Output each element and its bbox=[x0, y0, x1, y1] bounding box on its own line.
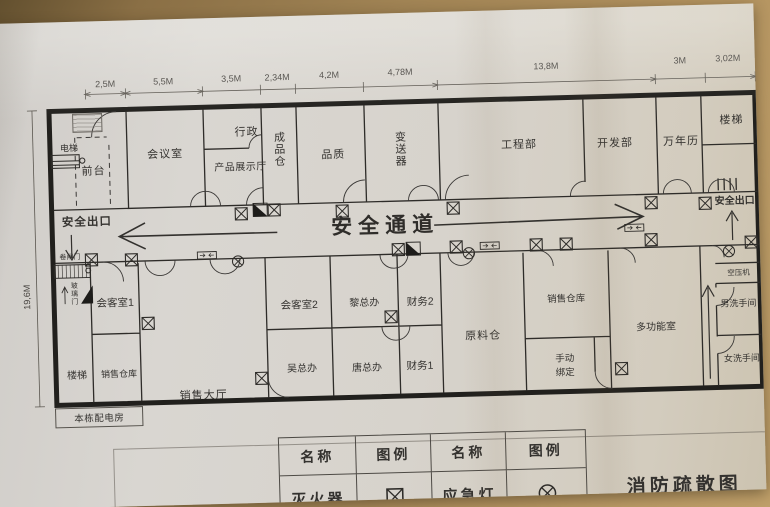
tiny-annotation-box bbox=[72, 113, 103, 133]
exit-label-right: 安全出口 bbox=[714, 195, 755, 208]
arrow-exit-right bbox=[725, 209, 739, 241]
room-womens-wc: 女洗手间 bbox=[723, 352, 761, 364]
room-wu-office: 吴总办 bbox=[286, 363, 318, 375]
arrow-right-strip bbox=[701, 284, 715, 379]
room-sales-warehouse-right: 销售仓库 bbox=[547, 293, 586, 306]
sheet-title: 消防疏散图 bbox=[626, 473, 743, 498]
dim-top-2: 5,5M bbox=[153, 76, 174, 87]
room-finance2: 财务2 bbox=[406, 295, 434, 309]
legend-item-emergency-light: 应急灯 bbox=[431, 470, 509, 507]
room-elevator: 电梯 bbox=[59, 143, 79, 154]
entrance-exit-marker bbox=[81, 285, 94, 304]
legend-header-symbol-2: 图例 bbox=[505, 430, 586, 471]
power-room-label: 本栋配电房 bbox=[74, 412, 125, 425]
room-guest2: 会客室2 bbox=[280, 298, 319, 312]
room-li-office: 黎总办 bbox=[349, 297, 380, 310]
room-showroom: 产品展示厅 bbox=[214, 161, 267, 174]
room-sales-hall: 销售大厅 bbox=[179, 388, 228, 403]
arrow-exit-left bbox=[65, 234, 79, 262]
roller-door-label: 卷闸门 bbox=[59, 254, 81, 262]
emergency-light-symbol bbox=[538, 483, 556, 502]
arrow-right bbox=[434, 203, 645, 230]
interior-walls bbox=[53, 95, 762, 403]
room-finished-goods: 成品仓 bbox=[272, 131, 286, 168]
emergency-light-symbols bbox=[231, 244, 736, 268]
floor-plan-drawing bbox=[26, 71, 766, 408]
legend-item-extinguisher: 灭火器 bbox=[279, 474, 359, 507]
outer-wall bbox=[46, 89, 766, 408]
room-stairs-bottom: 楼梯 bbox=[66, 370, 88, 382]
legend-header-name-1: 名称 bbox=[278, 436, 357, 477]
room-air-compressor: 空压机 bbox=[727, 267, 750, 278]
dim-top-6: 4,78M bbox=[387, 66, 413, 78]
room-engineering: 工程部 bbox=[500, 138, 538, 152]
exit-sign-1 bbox=[196, 251, 217, 260]
room-manual-binding: 手动绑定 bbox=[555, 353, 575, 379]
dim-top-1: 2,5M bbox=[95, 78, 116, 90]
dim-top-7: 13,8M bbox=[533, 60, 559, 72]
fire-extinguisher-symbol bbox=[385, 487, 404, 506]
dim-top-8: 3M bbox=[673, 55, 687, 66]
room-transmitter: 变送器 bbox=[393, 130, 407, 168]
glass-door-label: 玻璃门 bbox=[70, 281, 78, 306]
front-desk-partition bbox=[74, 136, 112, 208]
room-development: 开发部 bbox=[596, 136, 634, 150]
exit-sign-3 bbox=[624, 223, 645, 232]
dimension-lines bbox=[26, 71, 758, 408]
legend-header-name-2: 名称 bbox=[430, 432, 507, 473]
legend-header-symbol-1: 图例 bbox=[355, 434, 432, 475]
dim-top-5: 4,2M bbox=[318, 69, 340, 81]
room-meeting: 会议室 bbox=[147, 148, 184, 162]
room-multi-function: 多功能室 bbox=[635, 321, 677, 334]
power-room-box: 本栋配电房 bbox=[54, 406, 144, 429]
dim-top-9: 3,02M bbox=[715, 52, 741, 64]
room-admin: 行政 bbox=[234, 126, 259, 139]
corridor-label: 安全通道 bbox=[330, 212, 440, 239]
room-quality: 品质 bbox=[321, 148, 346, 162]
room-guest1: 会客室1 bbox=[96, 296, 134, 310]
legend-table: 名称 图例 名称 图例 灭火器 应急灯 bbox=[277, 429, 589, 507]
arrow-left bbox=[117, 222, 278, 250]
legend-symbol-emergency-light bbox=[506, 468, 588, 507]
room-finance1: 财务1 bbox=[406, 359, 434, 373]
exit-marker-bottom bbox=[405, 241, 421, 256]
legend-symbol-extinguisher bbox=[356, 472, 434, 507]
room-stairs-top: 楼梯 bbox=[719, 113, 744, 127]
dim-top-4: 2,34M bbox=[264, 71, 290, 83]
room-raw-material: 原料仓 bbox=[465, 329, 502, 343]
exit-sign-2 bbox=[479, 241, 500, 250]
room-front-desk: 前台 bbox=[81, 165, 106, 178]
evacuation-arrows bbox=[61, 203, 739, 379]
dim-left: 19,6M bbox=[21, 284, 33, 310]
elevator-box bbox=[50, 154, 86, 169]
room-mens-wc: 男洗手间 bbox=[720, 297, 757, 309]
door-arcs bbox=[91, 111, 735, 398]
arrow-glass-door bbox=[61, 286, 69, 305]
room-sales-warehouse-left: 销售仓库 bbox=[100, 368, 138, 380]
roller-shutter-box bbox=[53, 263, 92, 279]
paper-sheet: 2,5M 5,5M 3,5M 2,34M 4,2M 4,78M 13,8M 3M… bbox=[0, 3, 767, 507]
dim-top-3: 3,5M bbox=[220, 73, 242, 84]
exit-label-left: 安全出口 bbox=[61, 215, 113, 230]
room-tang-office: 唐总办 bbox=[351, 362, 383, 375]
room-calendar: 万年历 bbox=[662, 135, 700, 149]
